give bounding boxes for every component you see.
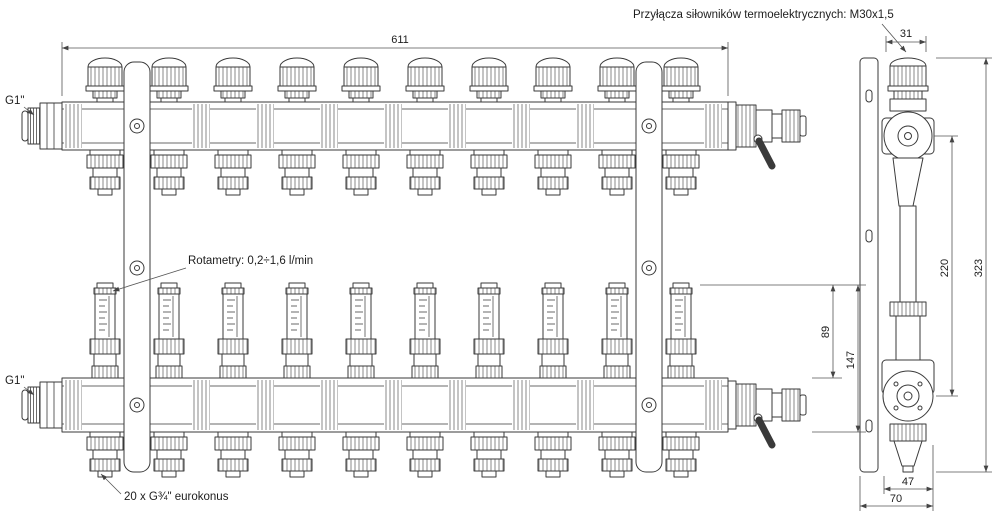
manual-valve-cap <box>341 57 381 103</box>
label-eurokonus: 20 x G¾" eurokonus <box>124 491 229 503</box>
manual-valve-cap <box>149 57 189 103</box>
manual-valve-cap <box>85 57 125 103</box>
side-top-valve <box>881 57 935 207</box>
return-outlet <box>534 431 572 478</box>
return-outlet <box>598 431 636 478</box>
manual-valve-cap <box>469 57 509 103</box>
manual-valve-cap <box>533 57 573 103</box>
return-outlet <box>278 431 316 478</box>
dimension-texts: 611 31 323 220 89 147 47 70 <box>391 28 985 505</box>
manifold-joint-band <box>576 380 594 430</box>
manifold-joint-band <box>320 104 338 148</box>
label-inlet-bottom: G1" <box>5 375 24 387</box>
side-mid-body <box>889 205 927 361</box>
manifold-joint-band <box>576 104 594 148</box>
dim-outlet-depth: 47 <box>902 476 914 488</box>
dim-width: 611 <box>391 34 409 46</box>
manifold-joint-band <box>256 104 274 148</box>
flow-meter <box>409 282 441 379</box>
manifold-joint-band <box>192 104 210 148</box>
manifold-joint-band <box>192 380 210 430</box>
dim-meter-height: 89 <box>820 326 832 338</box>
flow-meter <box>89 282 121 379</box>
label-actuators: Przyłącza siłowników termoelektrycznych:… <box>633 9 894 21</box>
supply-outlet <box>86 149 124 196</box>
side-view <box>859 57 935 473</box>
manifold-joint-band <box>704 380 722 430</box>
supply-outlet <box>406 149 444 196</box>
label-rotameters: Rotametry: 0,2÷1,6 l/min <box>188 255 313 267</box>
flow-meter <box>537 282 569 379</box>
dim-side-width: 70 <box>890 493 902 505</box>
supply-outlet <box>214 149 252 196</box>
return-outlet <box>406 431 444 478</box>
dim-axis-spacing: 220 <box>939 259 951 277</box>
supply-end-valve <box>728 102 806 166</box>
supply-outlet <box>662 149 700 196</box>
return-outlet <box>214 431 252 478</box>
side-rail <box>859 57 879 473</box>
side-bottom-valve <box>881 359 935 473</box>
manifold-joint-band <box>448 380 466 430</box>
flow-meter <box>153 282 185 379</box>
callout-texts: Przyłącza siłowników termoelektrycznych:… <box>5 9 894 503</box>
flow-meter <box>217 282 249 379</box>
dim-total-height: 323 <box>973 259 985 277</box>
manifold-joint-band <box>384 104 402 148</box>
supply-outlet <box>598 149 636 196</box>
flow-meter <box>473 282 505 379</box>
manual-valve-cap <box>597 57 637 103</box>
label-inlet-top: G1" <box>5 95 24 107</box>
return-inlet-g1 <box>21 381 63 429</box>
manifold-joint-band <box>64 380 82 430</box>
return-end-valve <box>728 381 806 445</box>
manifold-joint-band <box>320 380 338 430</box>
supply-outlet <box>470 149 508 196</box>
supply-outlet <box>534 149 572 196</box>
supply-outlet <box>150 149 188 196</box>
return-outlet <box>342 431 380 478</box>
return-outlet <box>86 431 124 478</box>
return-outlet <box>662 431 700 478</box>
dimension-lines <box>23 23 992 511</box>
manifold-joint-band <box>512 104 530 148</box>
dim-side-offset: 31 <box>900 28 912 40</box>
front-view <box>21 57 806 478</box>
flow-meter <box>665 282 697 379</box>
mounting-bracket <box>635 61 663 473</box>
manifold-joint-band <box>256 380 274 430</box>
manifold-joint-band <box>448 104 466 148</box>
dim-meter-to-axis: 147 <box>845 351 857 369</box>
manifold-joint-band <box>384 380 402 430</box>
flow-meter <box>601 282 633 379</box>
manifold-joint-band <box>64 104 82 148</box>
manual-valve-cap <box>213 57 253 103</box>
return-outlet <box>470 431 508 478</box>
manual-valve-cap <box>661 57 701 103</box>
flow-meter <box>345 282 377 379</box>
manual-valve-cap <box>277 57 317 103</box>
manual-valve-cap <box>405 57 445 103</box>
supply-outlet <box>278 149 316 196</box>
supply-outlet <box>342 149 380 196</box>
flow-meter <box>281 282 313 379</box>
mounting-bracket <box>123 61 151 473</box>
manifold-joint-band <box>704 104 722 148</box>
manifold-joint-band <box>512 380 530 430</box>
return-outlet <box>150 431 188 478</box>
